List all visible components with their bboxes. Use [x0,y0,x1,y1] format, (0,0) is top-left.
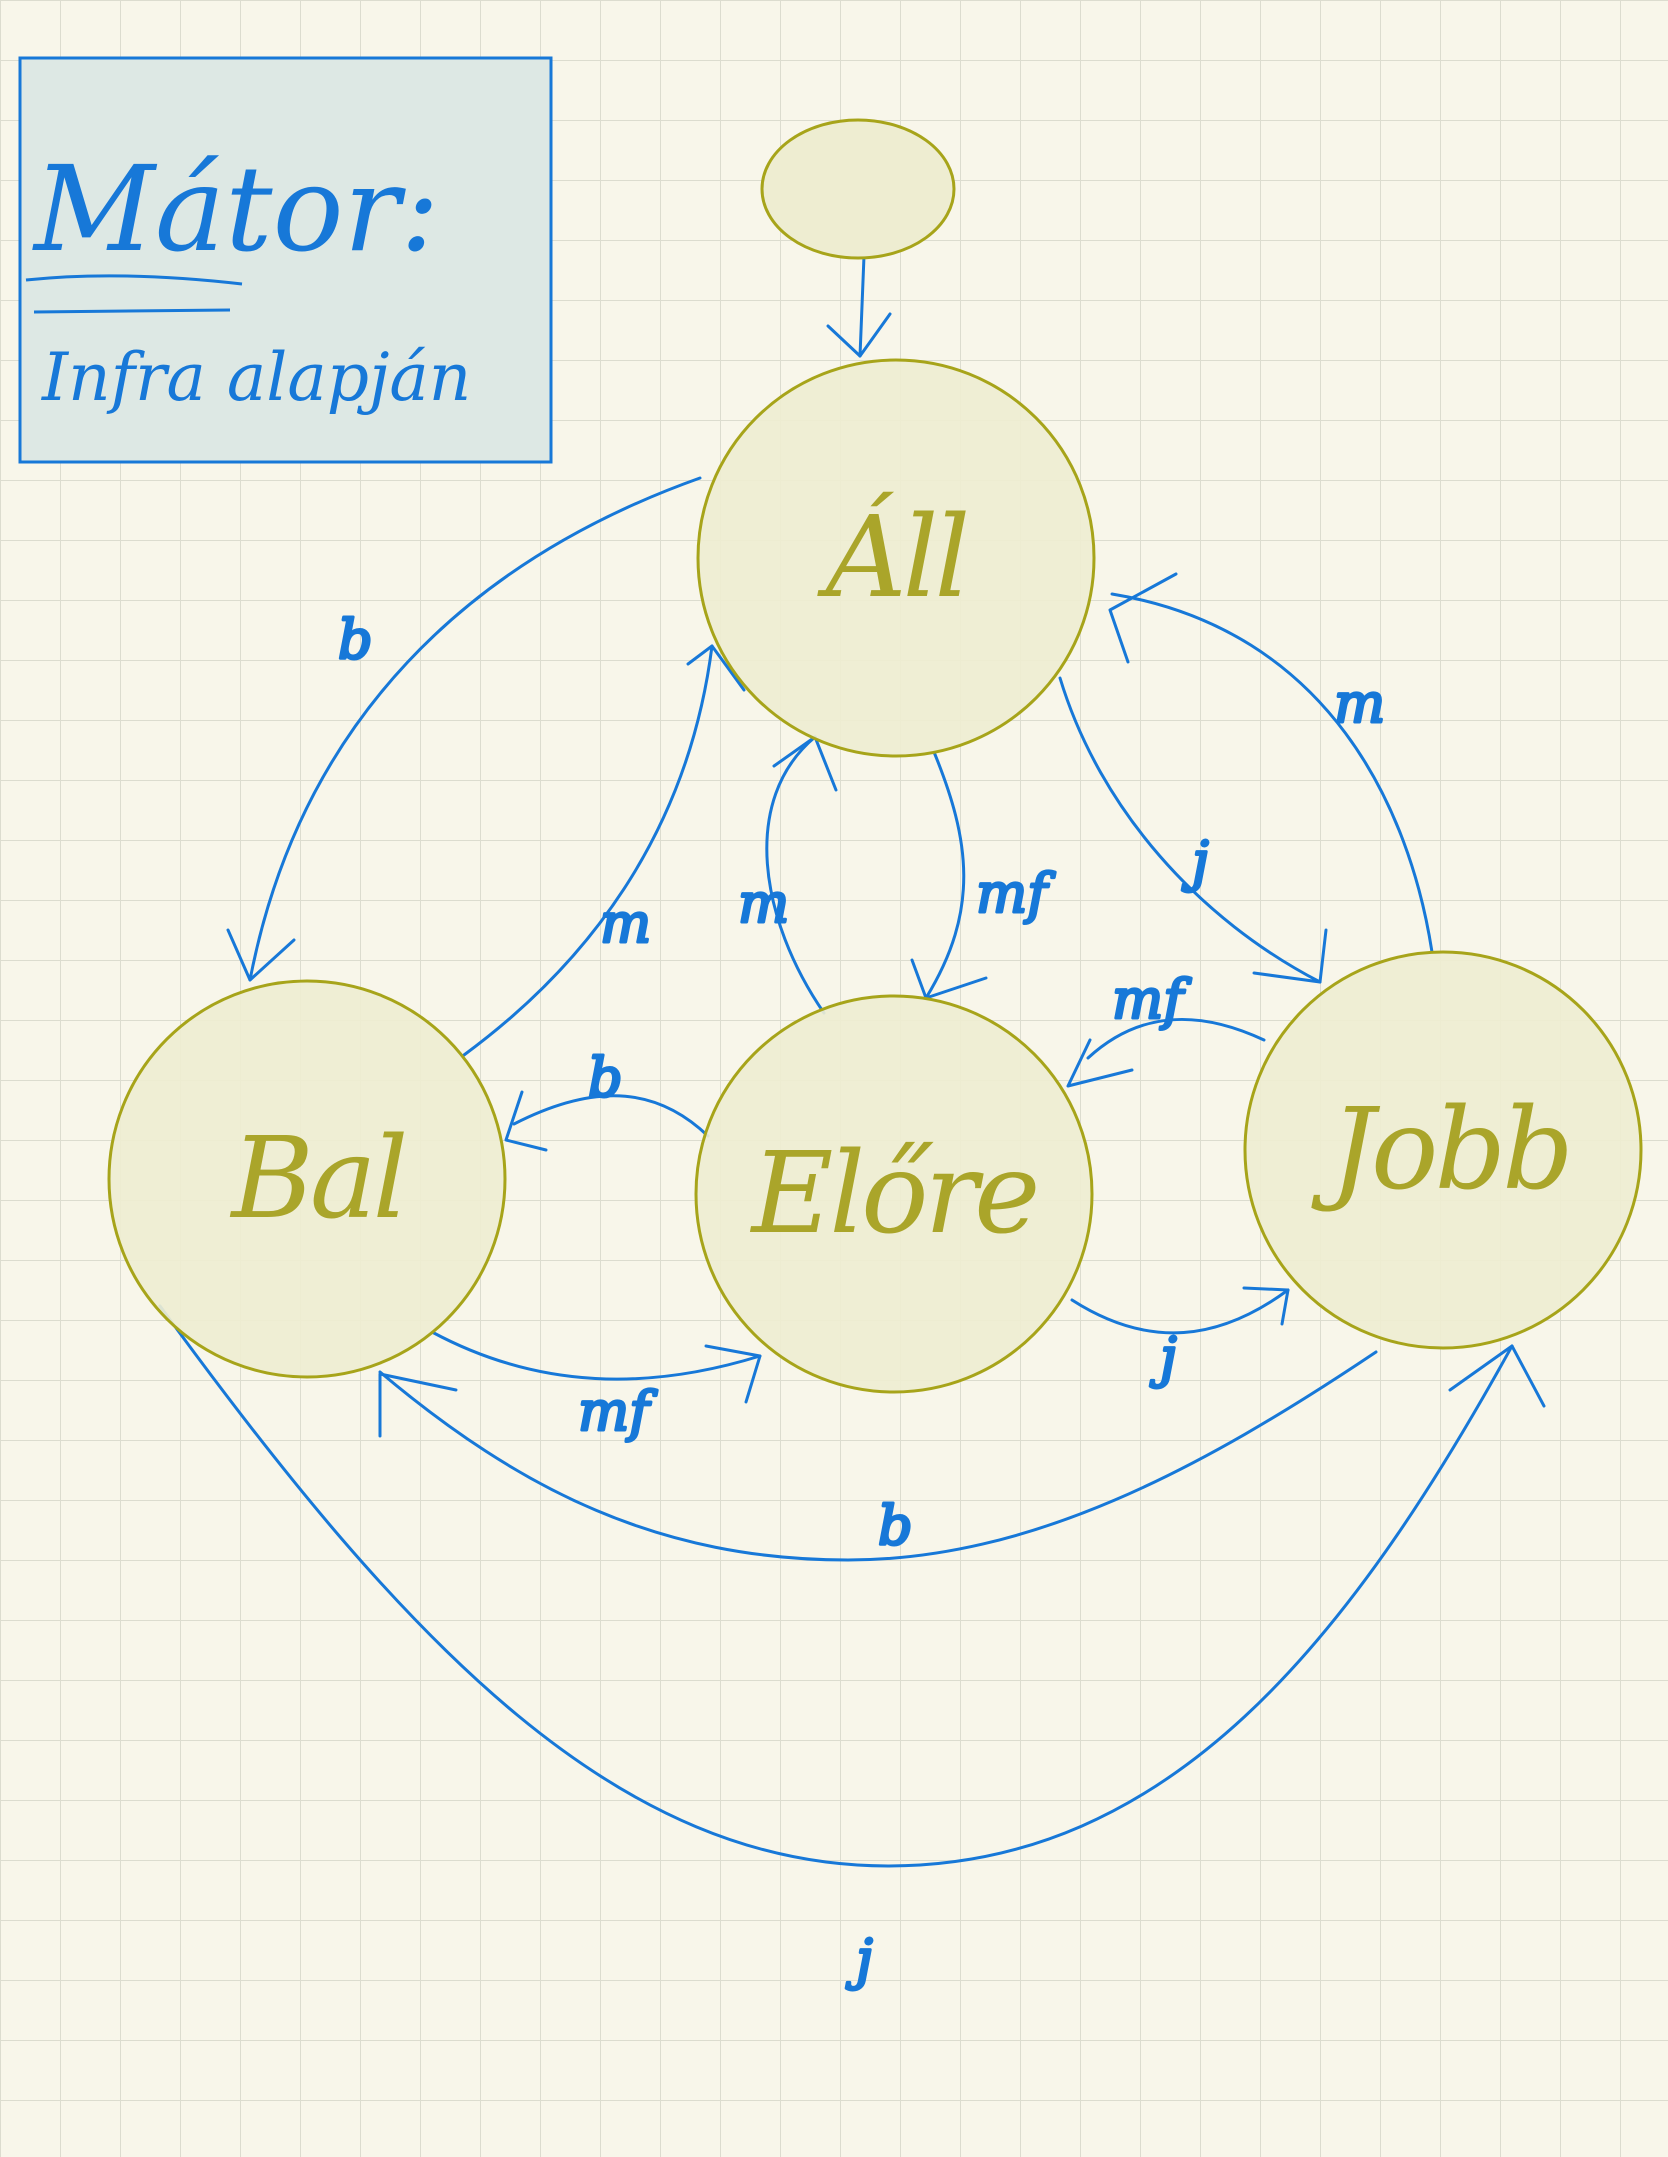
edge-bal-jobb [158,1304,1546,1868]
edge-jobb-elore [1066,1017,1266,1088]
edge-bal-all [462,644,746,1057]
state-elore[interactable]: Előre [694,994,1094,1394]
state-all[interactable]: Áll [696,358,1096,758]
edge-label-elore-all: m [738,872,789,935]
note-subtitle: Infra alapján [41,339,471,416]
edge-elore-bal [504,1090,710,1152]
edge-label-jobb-elore: mf [1112,968,1191,1031]
edge-label-bal-all: m [600,892,651,955]
state-elore-shape [694,994,1094,1394]
edge-all-jobb [1058,676,1328,984]
note-box-frame [18,56,553,464]
state-jobb[interactable]: Jobb [1243,950,1643,1350]
state-all-label: Áll [817,491,967,623]
state-start[interactable] [760,118,956,260]
state-jobb-shape [1243,950,1643,1350]
edge-label-all-bal: b [338,608,373,671]
edge-label-bal-elore: mf [578,1380,657,1443]
note-box: Mátor: Infra alapján [18,56,553,464]
state-start-shape [760,118,956,260]
edge-start-all [826,254,892,358]
note-divider [33,308,231,314]
edge-label-jobb-all: m [1334,672,1385,735]
edge-elore-jobb [1070,1286,1290,1335]
state-bal-label: Bal [230,1114,405,1244]
edge-jobb-all [1108,572,1434,954]
note-title: Mátor: [32,140,440,278]
edge-bal-elore [430,1330,762,1404]
note-underline [25,274,243,286]
edge-all-bal [226,476,702,982]
state-bal[interactable]: Bal [107,979,507,1379]
edge-label-elore-bal: b [588,1046,623,1109]
state-jobb-label: Jobb [1311,1085,1570,1215]
state-bal-shape [107,979,507,1379]
edge-label-all-elore: mf [976,862,1055,925]
state-all-shape [696,358,1096,758]
state-elore-label: Előre [750,1129,1037,1259]
transitions: b m m mf j m b [158,254,1546,1993]
edge-label-jobb-bal: b [878,1494,913,1557]
edge-jobb-bal [378,1350,1378,1562]
